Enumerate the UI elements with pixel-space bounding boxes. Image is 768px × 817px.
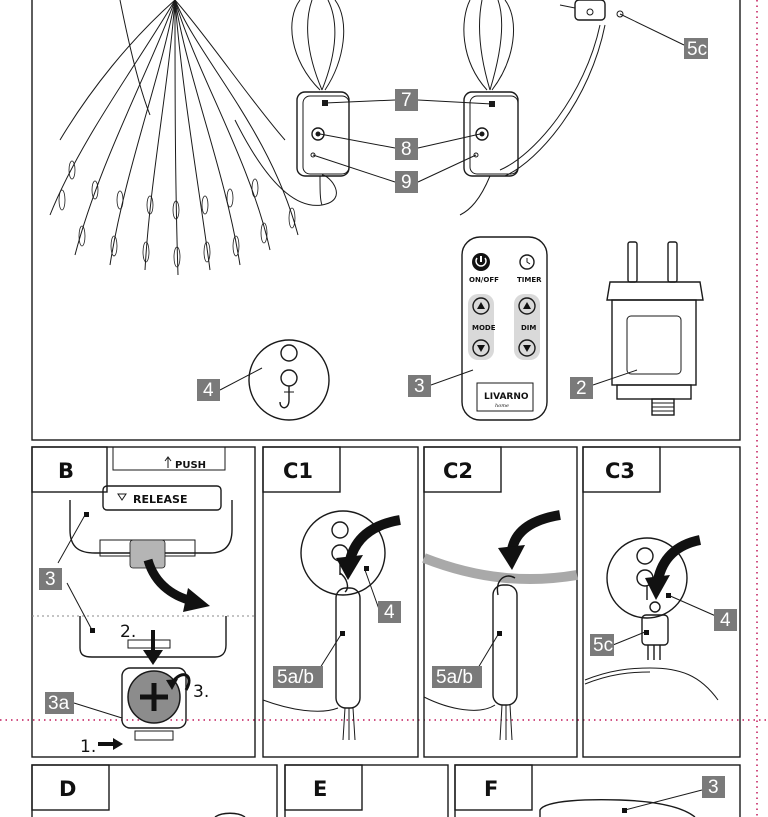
callout-9-label: 9 xyxy=(401,172,412,193)
cable-long xyxy=(234,119,337,206)
callout-8-label: 8 xyxy=(401,139,412,160)
dim-down-button xyxy=(518,339,536,357)
power-plug xyxy=(606,241,704,416)
panel-c1: C1 4 5a/b xyxy=(262,446,419,758)
mode-up-button xyxy=(472,297,490,315)
panel-c2-label: C2 xyxy=(443,459,473,483)
callout-c1-5ab xyxy=(273,666,323,688)
callout-c2-5ab-label: 5a/b xyxy=(436,667,473,688)
push-label: PUSH xyxy=(175,460,206,471)
dim-up-button xyxy=(518,297,536,315)
timer-icon xyxy=(519,254,535,270)
remote-timer-label: TIMER xyxy=(517,276,542,284)
callout-2-label: 2 xyxy=(576,378,587,399)
callout-3a-label: 3a xyxy=(48,693,70,714)
brand-logo-sub: home xyxy=(495,403,509,409)
callout-5c xyxy=(684,38,708,59)
brand-logo-text: LIVARNO xyxy=(484,392,529,402)
step-3-label: 3. xyxy=(193,682,209,702)
panel-f: F 3 xyxy=(454,764,741,817)
remote-mode-label: MODE xyxy=(472,324,496,332)
remote-dim-label: DIM xyxy=(521,324,536,332)
callout-c3-5c-label: 5c xyxy=(593,635,613,656)
gray-cable xyxy=(422,553,578,585)
panel-b: B PUSH RELEASE 2. 3. 1. 3 xyxy=(31,446,256,758)
callout-4-label: 4 xyxy=(203,380,214,401)
panel-c1-label: C1 xyxy=(283,459,313,483)
callout-c3-4-label: 4 xyxy=(720,610,731,631)
connector-5c xyxy=(559,0,624,21)
remote-control: ON/OFF TIMER MODE DIM LIVARNO home xyxy=(461,236,548,421)
hook xyxy=(248,339,330,421)
callout-b-3-label: 3 xyxy=(45,569,56,590)
step-2-label: 2. xyxy=(120,622,136,642)
callout-c2-5ab xyxy=(432,666,482,688)
panel-c3: C3 4 5c xyxy=(582,446,741,758)
callout-c1-4 xyxy=(378,601,401,623)
remote-on-off-label: ON/OFF xyxy=(469,276,499,284)
connector-c3 xyxy=(641,614,669,646)
callout-3-label: 3 xyxy=(414,376,425,397)
panel-d-label: D xyxy=(59,777,76,801)
callout-5c-label: 5c xyxy=(687,39,707,60)
cable-to-plug xyxy=(504,24,606,177)
callout-2 xyxy=(570,377,593,399)
controller-box-right xyxy=(459,91,519,216)
callout-9 xyxy=(395,171,418,193)
callout-f-3-label: 3 xyxy=(708,777,719,798)
cable-wrap-c2 xyxy=(492,584,518,706)
callout-c3-4 xyxy=(714,609,737,631)
callout-b-3 xyxy=(39,568,62,590)
controller-box-left xyxy=(296,91,350,206)
cable-wrap-c1 xyxy=(335,587,361,709)
release-label: RELEASE xyxy=(133,493,187,506)
callout-3a xyxy=(45,692,74,714)
cable-coil-right xyxy=(463,0,515,91)
panel-e: E xyxy=(284,764,449,817)
panel-e-label: E xyxy=(313,777,327,801)
panel-a: 5c 7 8 9 4 xyxy=(31,0,741,441)
panel-c3-label: C3 xyxy=(605,459,635,483)
callout-7 xyxy=(395,89,418,111)
light-strand-bundle xyxy=(49,0,299,276)
step-1-label: 1. xyxy=(80,737,96,757)
callout-3 xyxy=(408,375,431,397)
callout-c3-5c xyxy=(590,634,614,656)
panel-c2: C2 5a/b xyxy=(422,446,578,758)
brand-logo xyxy=(476,382,534,412)
cable-coil-left xyxy=(291,0,345,91)
cable-to-plug-2 xyxy=(499,24,601,171)
mode-down-button xyxy=(472,339,490,357)
callout-c1-5ab-label: 5a/b xyxy=(277,667,314,688)
callout-c1-4-label: 4 xyxy=(384,602,395,623)
panel-d: D xyxy=(31,764,278,817)
callout-4 xyxy=(197,379,220,401)
callout-8 xyxy=(395,138,418,160)
callout-7-label: 7 xyxy=(401,90,412,111)
callout-f-3 xyxy=(702,776,725,798)
panel-f-label: F xyxy=(484,777,498,801)
panel-b-label: B xyxy=(58,459,74,483)
